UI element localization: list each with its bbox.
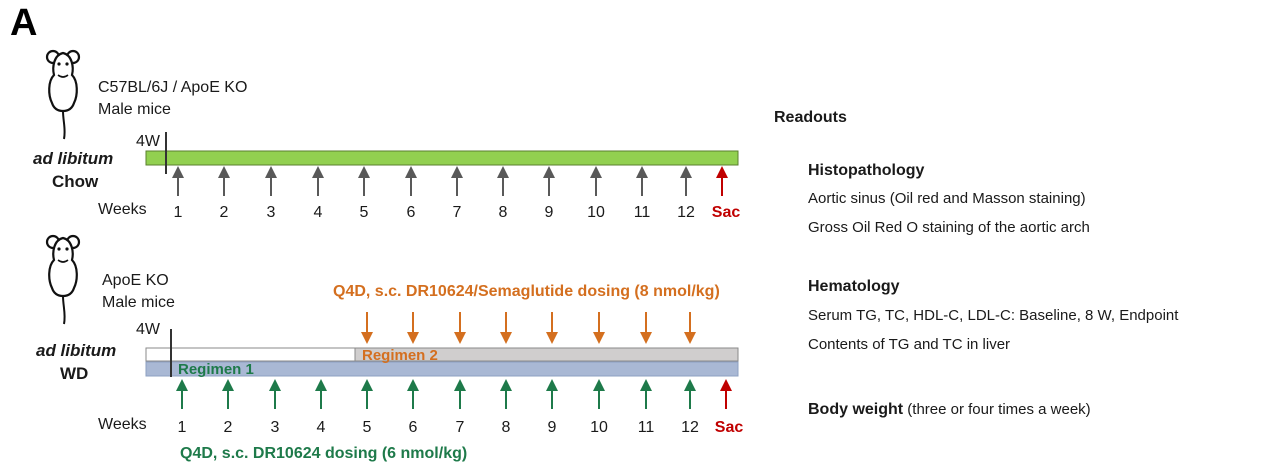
top-sex: Male mice: [98, 101, 171, 118]
top-strain: C57BL/6J / ApoE KO: [98, 79, 248, 96]
top-week-label-9: 9: [545, 204, 554, 221]
top-sac-label: Sac: [712, 204, 741, 221]
body-weight-title: Body weight: [808, 401, 904, 418]
histopathology-item-1: Aortic sinus (Oil red and Masson stainin…: [808, 190, 1086, 207]
body-weight-note: (three or four times a week): [903, 401, 1091, 418]
bottom-week-label-11: 11: [638, 419, 655, 436]
acclim-bar-white: [145, 347, 356, 362]
bottom-sex: Male mice: [102, 294, 175, 311]
top-week-label-12: 12: [677, 204, 695, 221]
bottom-week-label-5: 5: [363, 419, 372, 436]
histopathology-item-2: Gross Oil Red O staining of the aortic a…: [808, 219, 1090, 236]
bottom-week-label-6: 6: [409, 419, 418, 436]
chow-diet-bar: [145, 150, 739, 166]
dosing-regimen1-label: Q4D, s.c. DR10624 dosing (6 nmol/kg): [180, 445, 468, 462]
hematology-item-2: Contents of TG and TC in liver: [808, 336, 1011, 353]
top-week-label-5: 5: [360, 204, 369, 221]
bottom-weeks-label: Weeks: [98, 416, 147, 433]
bottom-week-label-4: 4: [317, 419, 326, 436]
top-diet: Chow: [52, 172, 99, 191]
bottom-week-label-3: 3: [271, 419, 280, 436]
top-week-label-8: 8: [499, 204, 508, 221]
body-weight-readout: Body weight (three or four times a week): [808, 401, 1091, 419]
bottom-week-label-8: 8: [502, 419, 511, 436]
bottom-week-label-2: 2: [224, 419, 233, 436]
bottom-diet: WD: [60, 364, 89, 383]
top-week-label-2: 2: [220, 204, 229, 221]
top-week-label-4: 4: [314, 204, 323, 221]
bottom-sac-label: Sac: [715, 419, 744, 436]
hematology-title: Hematology: [808, 278, 900, 295]
regimen2-bar: [354, 347, 739, 362]
bottom-acclim: 4W: [136, 321, 160, 338]
histopathology-title: Histopathology: [808, 162, 925, 179]
top-week-label-6: 6: [407, 204, 416, 221]
bottom-week-label-9: 9: [548, 419, 557, 436]
top-diet-mode: ad libitum: [33, 149, 114, 168]
bottom-week-label-12: 12: [681, 419, 699, 436]
regimen2-label: Regimen 2: [362, 347, 438, 364]
top-week-label-7: 7: [453, 204, 462, 221]
top-week-label-10: 10: [587, 204, 605, 221]
top-weeks-label: Weeks: [98, 201, 147, 218]
hematology-item-1: Serum TG, TC, HDL-C, LDL-C: Baseline, 8 …: [808, 307, 1179, 324]
bottom-week-label-10: 10: [590, 419, 608, 436]
regimen1-label: Regimen 1: [178, 361, 254, 378]
dosing-regimen2-label: Q4D, s.c. DR10624/Semaglutide dosing (8 …: [333, 283, 720, 300]
panel-label: A: [10, 2, 38, 44]
top-acclim: 4W: [136, 133, 160, 150]
mouse-icon-top: [45, 49, 81, 140]
mouse-icon-bottom: [45, 234, 81, 325]
bottom-diet-mode: ad libitum: [36, 341, 117, 360]
regimen1-bar: [145, 361, 739, 377]
top-week-label-3: 3: [267, 204, 276, 221]
bottom-week-label-1: 1: [178, 419, 187, 436]
bottom-strain: ApoE KO: [102, 272, 169, 289]
top-week-label-11: 11: [634, 204, 651, 221]
top-week-label-1: 1: [174, 204, 183, 221]
bottom-week-label-7: 7: [456, 419, 465, 436]
readouts-title: Readouts: [774, 109, 847, 126]
